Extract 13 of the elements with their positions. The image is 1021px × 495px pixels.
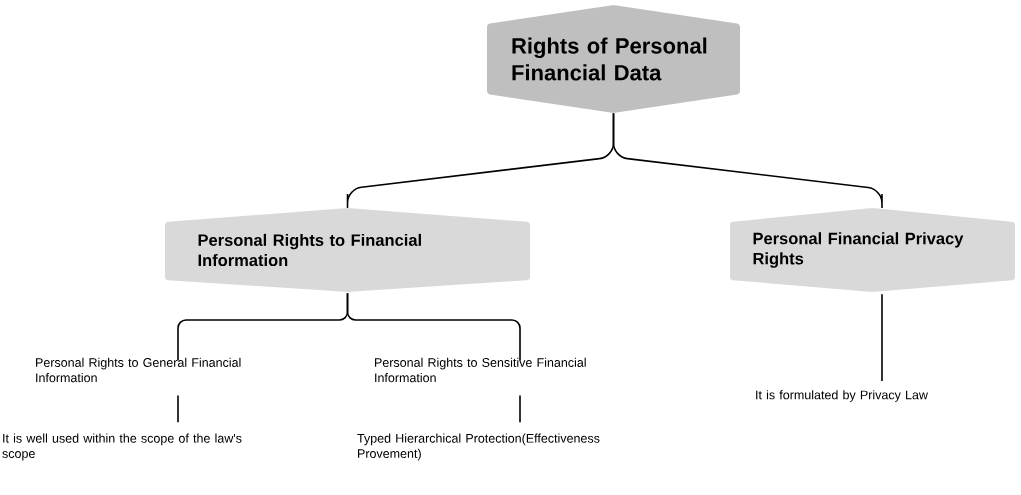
connector-line [177,394,179,424]
text-label: It is well used within the scope of the law's scope [2,433,242,461]
connector-line [881,293,883,382]
connector-line [612,112,883,209]
hexagon-box: Personal Financial Privacy Rights [730,208,1015,292]
text-label: Typed Hierarchical Protection(Effectiveness Provement) [357,433,600,461]
hexagon-box: Personal Rights to Financial Information [165,208,530,292]
text-label: Personal Rights to Sensitive Financial Information [375,357,586,383]
connector-line [519,394,521,424]
hexagon-box: Rights of Personal Financial Data [487,5,740,113]
text-label: It is formulated by Privacy Law [756,390,928,402]
connector-line [346,292,521,362]
text-label: Personal Rights to General Financial Information [36,357,241,383]
